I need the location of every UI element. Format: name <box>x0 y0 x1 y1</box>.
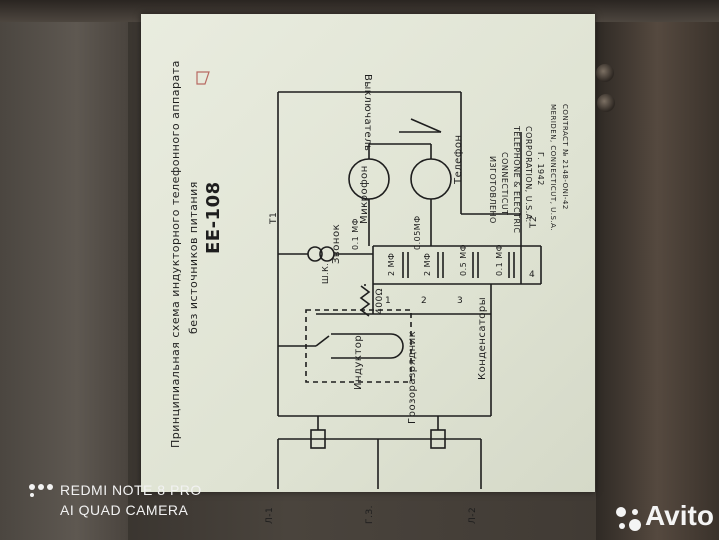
maker-line: TELEPHONE & ELECTRIC <box>512 126 521 234</box>
wk-label: Ш.К. <box>321 262 330 284</box>
cap-value: 2 МФ <box>387 252 396 276</box>
cap-number: 1 <box>385 296 392 306</box>
terminal-l1-label: Л-1 <box>265 506 275 524</box>
camera-watermark: REDMI NOTE 8 PRO AI QUAD CAMERA <box>28 480 202 520</box>
maker-line: CONTRACT № 2148-ONI-42 <box>561 104 569 210</box>
capacitors-label: Конденсаторы <box>477 296 488 380</box>
phone-label: Телефон <box>453 134 464 184</box>
schematic-title-line1: Принципиальная схема индукторного телефо… <box>169 60 182 448</box>
avito-brand: Avito <box>645 500 714 531</box>
maker-line: ИЗГОТОВЛЕНО <box>488 156 497 224</box>
camera-dots-icon <box>29 484 53 497</box>
cap-value: 0.5 МФ <box>459 243 468 276</box>
terminal-l2-label: Л-2 <box>468 506 478 524</box>
screw-head <box>597 94 615 112</box>
maker-line: CONNECTICUT <box>500 152 509 216</box>
maker-line: CORPORATION, U.S.A. <box>524 126 533 223</box>
device-case-right <box>596 0 719 540</box>
schematic-plate: Принципиальная схема индукторного телефо… <box>141 14 595 524</box>
arrester-label: Грозоразрядник <box>407 330 418 424</box>
cap-value: 2 МФ <box>423 252 432 276</box>
bell-label: Звонок <box>331 223 342 264</box>
resistor-label: 400Ω <box>375 287 385 314</box>
watermark-line1: REDMI NOTE 8 PRO <box>60 482 202 498</box>
cap-number: 3 <box>457 296 464 306</box>
maker-line: Г. 1942 <box>536 152 545 186</box>
model-label: EE-108 <box>203 181 224 254</box>
cap-005-label: 0.05МФ <box>413 215 422 250</box>
schematic-title-line2: без источников питания <box>187 181 200 334</box>
mic-label: Микрофон <box>359 165 370 224</box>
watermark-line2: AI QUAD CAMERA <box>60 502 189 518</box>
switch-label: Выключатель <box>362 74 373 152</box>
avito-logo-icon <box>616 507 641 531</box>
terminal-g3-label: Г.З. <box>365 505 375 524</box>
circuit-diagram <box>196 71 542 489</box>
cap-number: 4 <box>529 270 536 280</box>
t1-label: T1 <box>269 211 279 224</box>
screw-head <box>596 64 614 82</box>
cap-number: 2 <box>421 296 428 306</box>
cap-value: 0.1 МФ <box>495 243 504 276</box>
device-case-left <box>0 0 128 540</box>
maker-line: MERIDEN, CONNECTICUT, U.S.A. <box>549 104 557 232</box>
cap-01-label: 0.1 МФ <box>351 217 360 250</box>
inductor-label: Индуктор <box>353 334 364 390</box>
